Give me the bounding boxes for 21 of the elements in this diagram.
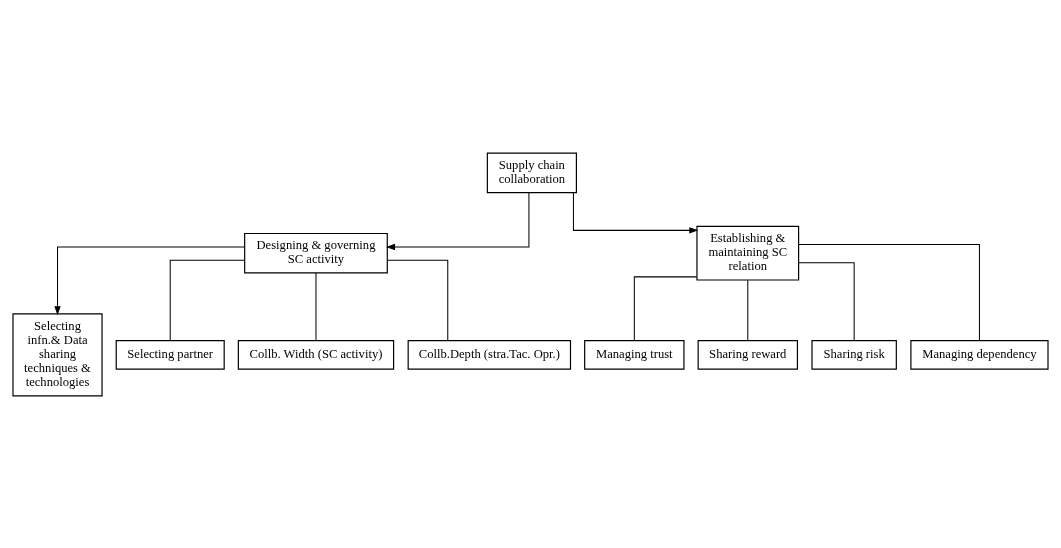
connector: [315, 272, 317, 341]
node-box: Selecting partner: [115, 339, 225, 370]
node-box: Managing trust: [584, 339, 685, 370]
connector: [387, 259, 449, 341]
node-box: Managing dependency: [910, 339, 1049, 370]
connector: [633, 275, 698, 341]
node-box: Designing & governing SC activity: [244, 232, 388, 273]
arrow: [54, 245, 245, 315]
connector: [798, 261, 855, 341]
arrow: [572, 191, 699, 234]
arrow: [385, 191, 530, 250]
connector: [169, 259, 246, 341]
node-box: Selecting infn.& Data sharing techniques & technologies: [12, 312, 103, 396]
node-box: Establishing & maintaining SC relation: [696, 225, 800, 281]
connector: [798, 243, 980, 341]
connector: [747, 279, 749, 341]
node-box: Sharing reward: [697, 339, 798, 370]
node-box: Collb.Depth (stra.Tac. Opr.): [407, 339, 572, 370]
node-box: Supply chain collaboration: [486, 152, 577, 193]
node-box: Collb. Width (SC activity): [237, 339, 395, 370]
node-box: Sharing risk: [811, 339, 897, 370]
